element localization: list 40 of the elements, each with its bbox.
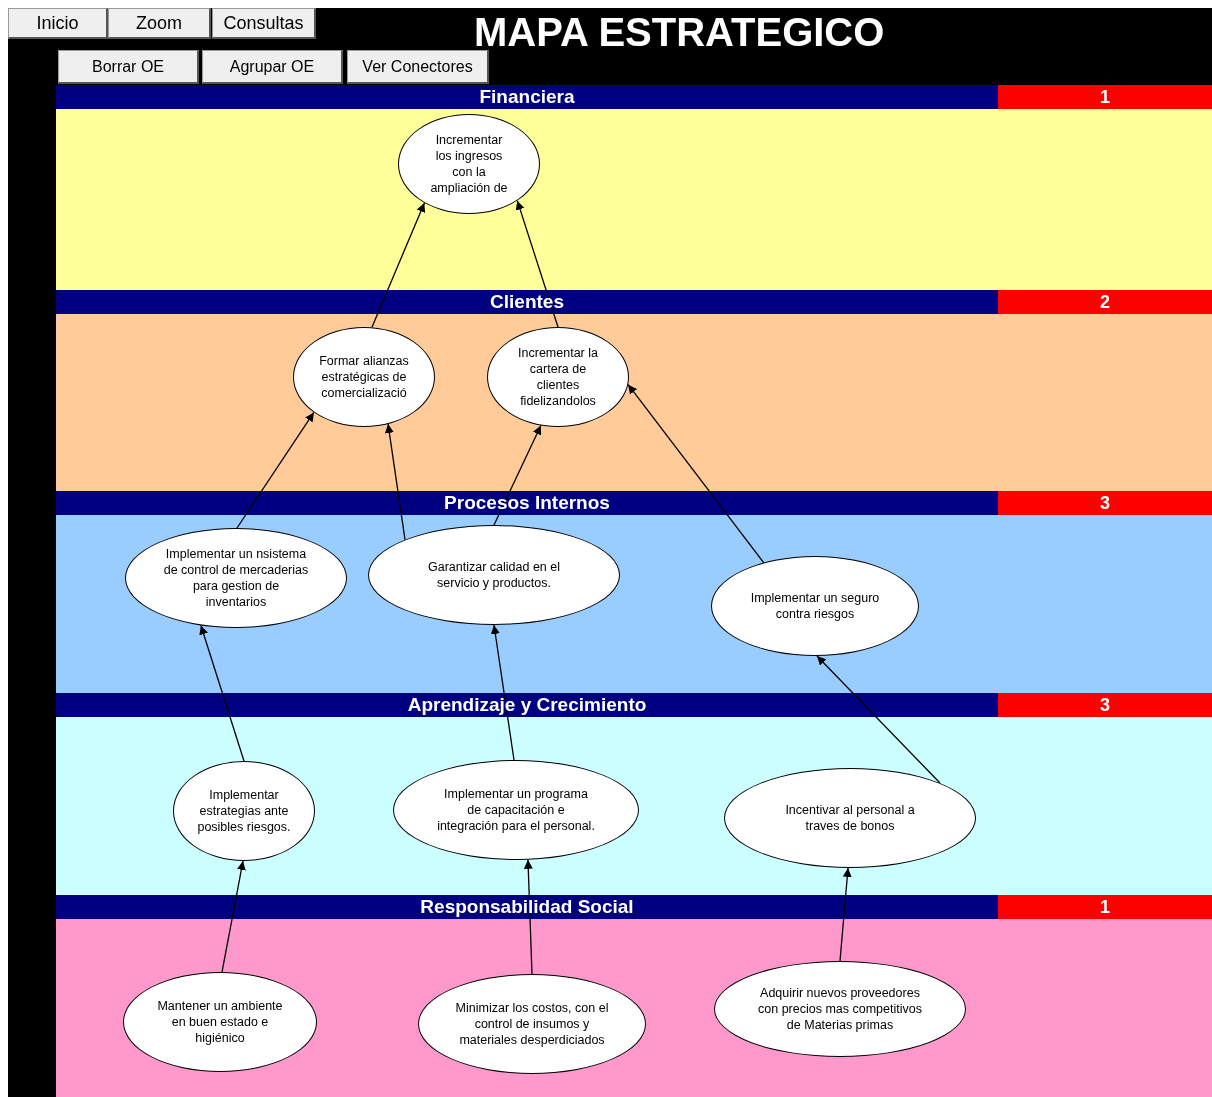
arrow (515, 200, 559, 328)
objective-text: Incentivar al personal a traves de bonos (784, 802, 916, 834)
count-cell: 2 (998, 290, 1212, 314)
objective-text: Minimizar los costos, con el control de insumos y materiales desperdiciados (454, 1000, 610, 1048)
objective-text: Implementar un seguro contra riesgos (749, 590, 881, 622)
objective-text: Implementar un programa de capacitación e integración para el personal. (436, 786, 596, 834)
objective-text: Incrementar los ingresos con la ampliación de (429, 132, 509, 196)
perspective-heading: Financiera (478, 86, 576, 107)
toolbar-button: Consultas (212, 8, 316, 39)
perspective-heading: Responsabilidad Social (419, 896, 635, 917)
toolbar-button: Borrar OE (58, 50, 199, 84)
objective-text: Incrementar la cartera de clientes fidelizandolos (517, 345, 599, 409)
arrow (839, 867, 852, 962)
arrow (384, 423, 406, 541)
toolbar-button: Agrupar OE (202, 50, 343, 84)
count-cell: 1 (998, 895, 1212, 919)
objective-text: Formar alianzas estratégicas de comercializació (318, 353, 410, 401)
objective-text: Adquirir nuevos proveedores con precios mas competitivos de Materias primas (757, 985, 923, 1033)
arrow (523, 859, 533, 975)
perspective-heading: Clientes (489, 291, 565, 312)
objective-text: Garantizar calidad en el servicio y productos. (427, 559, 561, 591)
count-cell: 3 (998, 693, 1212, 717)
count-cell: 1 (998, 85, 1212, 109)
objective-text: Implementar estrategias ante posibles riesgos. (196, 787, 292, 835)
perspective-heading: Aprendizaje y Crecimiento (406, 694, 648, 715)
arrow (221, 860, 246, 973)
count-cell: 3 (998, 491, 1212, 515)
arrow (199, 624, 245, 762)
toolbar-button: Inicio (8, 8, 108, 39)
toolbar-button: Ver Conectores (347, 50, 489, 84)
arrow (627, 384, 765, 564)
arrow (816, 655, 941, 784)
arrow (490, 624, 515, 761)
toolbar-button: Zoom (108, 8, 211, 39)
arrow (371, 202, 426, 328)
arrow (236, 411, 315, 529)
objective-text: Mantener un ambiente en buen estado e higiénico (156, 998, 284, 1046)
arrow (493, 424, 542, 526)
objective-text: Implementar un nsistema de control de mercaderias para gestion de inventarios (162, 546, 310, 610)
perspective-heading: Procesos Internos (443, 492, 611, 513)
